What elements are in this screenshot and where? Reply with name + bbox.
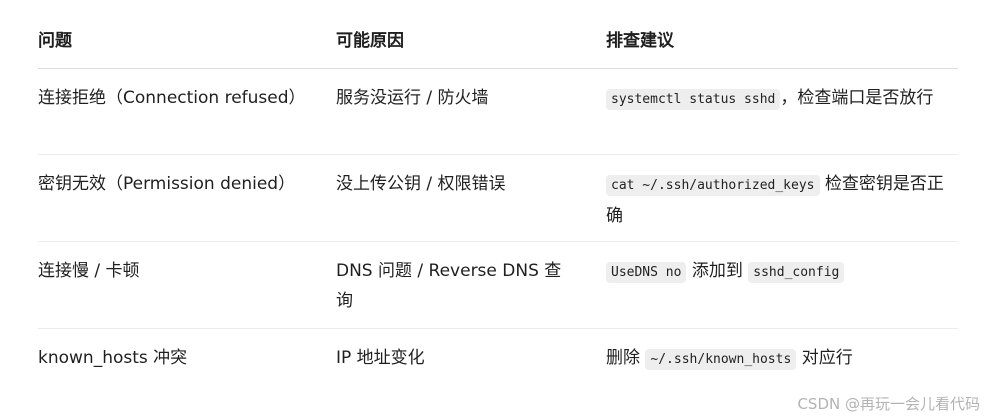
suggestion-cell: systemctl status sshd，检查端口是否放行	[606, 83, 958, 115]
inline-code: ~/.ssh/known_hosts	[645, 349, 797, 370]
suggestion-text: 添加到	[686, 261, 749, 281]
inline-code: cat ~/.ssh/authorized_keys	[606, 175, 820, 196]
inline-code: systemctl status sshd	[606, 89, 781, 110]
table-row: 连接拒绝（Connection refused） 服务没运行 / 防火墙 sys…	[38, 69, 958, 155]
troubleshooting-table: 问题 可能原因 排查建议 连接拒绝（Connection refused） 服务…	[38, 0, 958, 399]
suggestion-cell: UseDNS no 添加到 sshd_config	[606, 256, 958, 288]
suggestion-text: 对应行	[796, 348, 853, 368]
inline-code: sshd_config	[748, 262, 845, 283]
cause-cell: 没上传公钥 / 权限错误	[336, 174, 506, 194]
cause-cell: DNS 问题 / Reverse DNS 查询	[336, 261, 562, 311]
suggestion-cell: cat ~/.ssh/authorized_keys 检查密钥是否正确	[606, 169, 958, 231]
suggestion-text: ，检查端口是否放行	[780, 88, 934, 108]
inline-code: UseDNS no	[606, 262, 687, 283]
header-suggestion: 排查建议	[606, 31, 674, 51]
cause-cell: 服务没运行 / 防火墙	[336, 88, 489, 108]
suggestion-text: 删除	[606, 348, 646, 368]
problem-cell: known_hosts 冲突	[38, 348, 188, 368]
problem-cell: 连接慢 / 卡顿	[38, 261, 140, 281]
problem-cell: 连接拒绝（Connection refused）	[38, 88, 306, 108]
problem-cell: 密钥无效（Permission denied）	[38, 174, 296, 194]
table-header: 问题 可能原因 排查建议	[38, 0, 958, 69]
suggestion-cell: 删除 ~/.ssh/known_hosts 对应行	[606, 343, 958, 375]
csdn-watermark: CSDN @再玩一会儿看代码	[797, 395, 980, 413]
suggestion-text: 检查密钥是否正确	[606, 174, 944, 226]
table-row: 密钥无效（Permission denied） 没上传公钥 / 权限错误 cat…	[38, 155, 958, 242]
header-problem: 问题	[38, 31, 72, 51]
table-row: 连接慢 / 卡顿 DNS 问题 / Reverse DNS 查询 UseDNS …	[38, 242, 958, 329]
table-row: known_hosts 冲突 IP 地址变化 删除 ~/.ssh/known_h…	[38, 329, 958, 399]
cause-cell: IP 地址变化	[336, 348, 425, 368]
header-cause: 可能原因	[336, 31, 404, 51]
